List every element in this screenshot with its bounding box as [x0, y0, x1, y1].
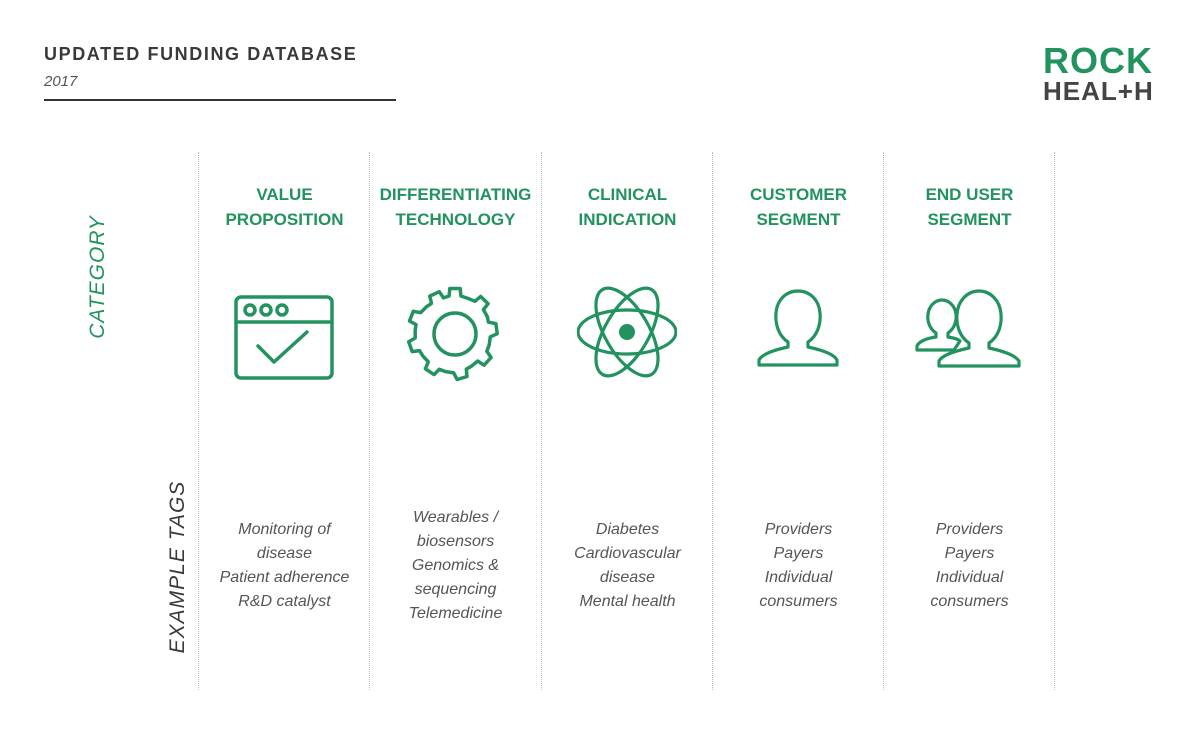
title-line: SEGMENT — [756, 210, 841, 229]
tag-line: Individual — [935, 569, 1004, 586]
tag-line: Cardiovascular — [574, 545, 681, 562]
rock-health-logo: ROCK HEAL+H — [1043, 40, 1156, 106]
tag-line: Telemedicine — [408, 605, 503, 622]
column-title: END USER SEGMENT — [884, 182, 1055, 232]
header-year: 2017 — [44, 73, 78, 90]
tag-line: consumers — [930, 593, 1009, 610]
title-line: VALUE — [256, 185, 313, 204]
example-tags: Wearables / biosensors Genomics & sequen… — [370, 506, 541, 626]
tag-line: Mental health — [579, 593, 676, 610]
tag-line: Individual — [764, 569, 833, 586]
example-tags: Providers Payers Individual consumers — [713, 518, 884, 614]
browser-check-icon — [234, 295, 334, 380]
tag-line: Wearables / — [412, 509, 499, 526]
tag-line: Providers — [764, 521, 833, 538]
row-label-example-tags: EXAMPLE TAGS — [166, 480, 189, 654]
divider — [1054, 152, 1055, 690]
atom-icon — [577, 286, 677, 378]
person-icon — [757, 289, 839, 367]
column-end-user-segment: END USER SEGMENT Providers Payers Indivi… — [884, 152, 1055, 690]
tag-line: sequencing — [414, 581, 497, 598]
title-line: DIFFERENTIATING — [379, 185, 532, 204]
example-tags: Diabetes Cardiovascular disease Mental h… — [542, 518, 713, 614]
column-title: CLINICAL INDICATION — [542, 182, 713, 232]
tag-line: Payers — [773, 545, 824, 562]
example-tags: Providers Payers Individual consumers — [884, 518, 1055, 614]
divider — [883, 152, 884, 690]
example-tags: Monitoring of disease Patient adherence … — [199, 518, 370, 614]
gear-icon — [406, 286, 499, 382]
title-line: INDICATION — [578, 210, 677, 229]
header-rule — [44, 99, 396, 101]
tag-line: consumers — [759, 593, 838, 610]
column-differentiating-technology: DIFFERENTIATING TECHNOLOGY Wearables / b… — [370, 152, 541, 690]
tag-line: biosensors — [416, 533, 495, 550]
column-customer-segment: CUSTOMER SEGMENT Providers Payers Indivi… — [713, 152, 884, 690]
column-clinical-indication: CLINICAL INDICATION Diabetes Cardiovascu… — [542, 152, 713, 690]
title-line: PROPOSITION — [225, 210, 344, 229]
title-line: CLINICAL — [587, 185, 668, 204]
tag-line: Payers — [944, 545, 995, 562]
column-title: DIFFERENTIATING TECHNOLOGY — [370, 182, 541, 232]
tag-line: Diabetes — [595, 521, 660, 538]
title-line: SEGMENT — [927, 210, 1012, 229]
tag-line: Genomics & — [411, 557, 500, 574]
header-title: UPDATED FUNDING DATABASE — [44, 44, 358, 64]
tag-line: Patient adherence — [219, 569, 350, 586]
tag-line: disease — [256, 545, 313, 562]
tag-line: Providers — [935, 521, 1004, 538]
row-label-category: CATEGORY — [86, 215, 109, 339]
column-value-proposition: VALUE PROPOSITION Monitoring of disease … — [199, 152, 370, 690]
people-icon — [915, 289, 1021, 368]
title-line: END USER — [925, 185, 1014, 204]
divider — [541, 152, 542, 690]
logo-line-1: ROCK — [1043, 40, 1153, 81]
column-title: VALUE PROPOSITION — [199, 182, 370, 232]
column-title: CUSTOMER SEGMENT — [713, 182, 884, 232]
tag-line: Monitoring of — [238, 521, 331, 538]
divider — [198, 152, 199, 690]
divider — [369, 152, 370, 690]
title-line: CUSTOMER — [750, 185, 847, 204]
divider — [712, 152, 713, 690]
logo-line-2: HEAL+H — [1043, 76, 1154, 106]
tag-line: disease — [599, 569, 656, 586]
tag-line: R&D catalyst — [238, 593, 331, 610]
title-line: TECHNOLOGY — [395, 210, 516, 229]
